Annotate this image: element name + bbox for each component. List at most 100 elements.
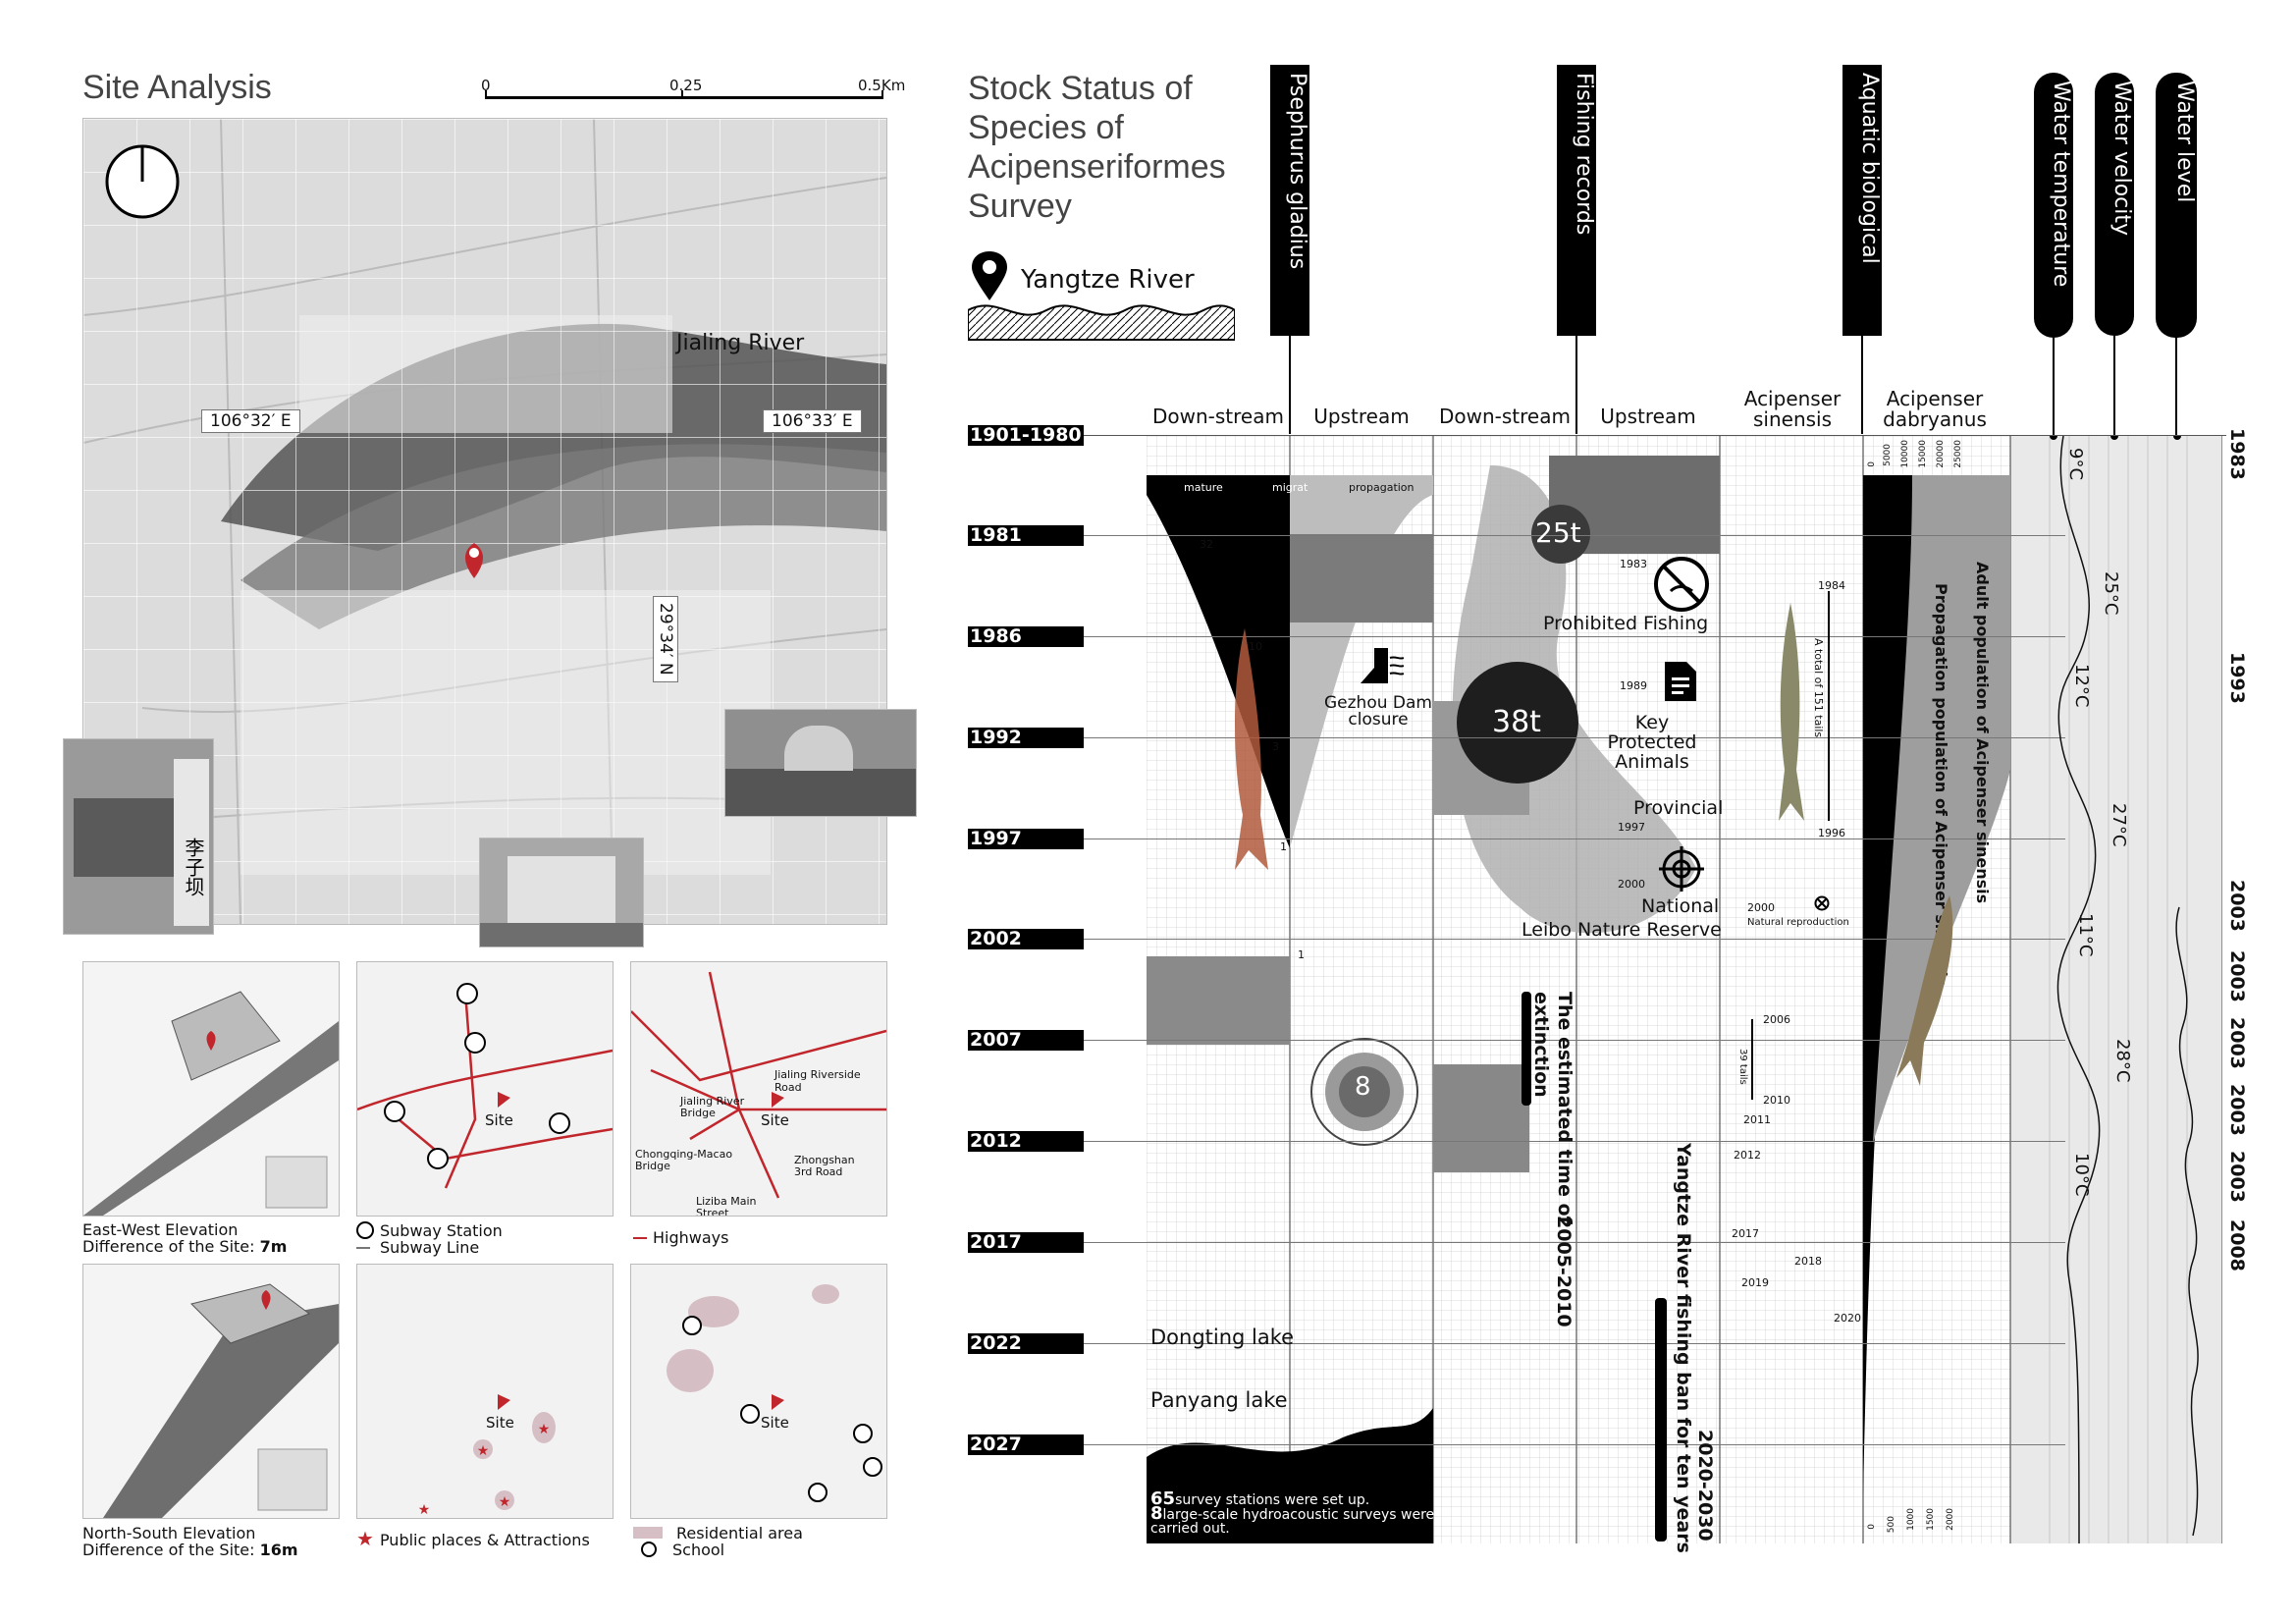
panel-highways: Jialing Riverside Road Jialing River Bri… [630,961,887,1217]
temp-25: 25°C [2101,571,2121,616]
scale-label-05: 0.5Km [858,77,906,94]
col-sinensis: Acipenser sinensis [1743,387,1842,431]
panel-residential: Site [630,1264,887,1519]
tonnage-25t: 25t [1535,516,1581,549]
coord-n: 29°34′ N [653,596,678,682]
target-icon [1659,846,1704,892]
year-1992: 1992 [968,728,1084,748]
tab-psephurus: Psephurus gladius [1270,65,1309,336]
photo-sign: 李子坝 [182,838,205,896]
event-1997: 1997 [1618,821,1645,834]
col-upstream-2: Upstream [1600,405,1696,428]
col-downstream-1: Down-stream [1152,405,1284,428]
svg-text:★: ★ [418,1502,431,1518]
sin-2012: 2012 [1734,1149,1761,1162]
sin-2006: 2006 [1763,1013,1790,1026]
temp-11: 11°C [2075,913,2096,957]
sin-2000: 2000 [1747,901,1775,914]
residential-legend: Residential area School [633,1525,803,1558]
sin-2010: 2010 [1763,1094,1790,1107]
count-1: 1 [1280,840,1287,853]
residential-site-label: Site [761,1414,789,1432]
count-3: 3 [1272,740,1279,753]
road-chongqing: Chongqing-Macao Bridge [635,1148,733,1172]
year-1981: 1981 [968,525,1084,546]
lake-panyang: Panyang lake [1150,1388,1288,1412]
water-level-years: 1983 1993 2003 2003 2003 2003 2003 2008 [2226,428,2248,1271]
coord-w: 106°32′ E [201,409,300,433]
public-site-label: Site [486,1414,514,1432]
year-2007: 2007 [968,1030,1084,1051]
year-1997: 1997 [968,829,1084,849]
road-zhongshan: Zhongshan 3rd Road [794,1154,855,1178]
sin-2019: 2019 [1741,1276,1769,1289]
public-legend: ★Public places & Attractions [356,1527,590,1550]
ns-caption: North-South Elevation Difference of the … [82,1524,298,1559]
legend-migrat: migrat [1272,481,1308,494]
event-provincial: Provincial [1633,797,1724,819]
event-1989: 1989 [1620,679,1647,692]
water-profiles: 9°C 25°C 12°C 27°C 11°C 28°C 10°C [2010,436,2222,1543]
natural-repro-icon [1814,895,1830,911]
tab-water-level: Water level [2156,73,2197,338]
sin-2018: 2018 [1794,1255,1822,1268]
event-2000: 2000 [1618,878,1645,891]
river-label: Jialing River [676,331,805,355]
no-fishing-icon [1653,556,1710,613]
legend-propagation: propagation [1349,481,1415,494]
document-icon [1663,660,1698,703]
sin-2011: 2011 [1743,1113,1771,1126]
svg-text:★: ★ [477,1443,490,1459]
tab-fishing: Fishing records [1557,65,1596,336]
location-label: Yangtze River [1021,265,1195,295]
event-1983: 1983 [1620,558,1647,570]
highway-site-label: Site [761,1111,789,1129]
svg-text:★: ★ [499,1494,511,1510]
photo-hall-right [724,709,917,817]
stock-grid [1147,436,2222,1543]
dab-axis-top: 0 5000 10000 15000 20000 25000 [1867,440,1963,468]
photo-monorail: 李子坝 [63,738,214,935]
event-ban-years: 2020-2030 [1694,1430,1716,1542]
tonnage-38t: 38t [1492,705,1541,739]
road-riverside: Jialing Riverside Road [774,1068,861,1094]
event-extinction: The estimated time of extinction [1530,992,1575,1224]
subway-legend: Subway Station Subway Line [356,1221,503,1256]
temp-27: 27°C [2109,803,2129,847]
panel-ns-elevation [82,1264,340,1519]
road-liziba: Liziba Main Street [696,1195,757,1217]
year-2022: 2022 [968,1333,1084,1354]
stations-note: 65survey stations were set up. 8large-sc… [1150,1488,1435,1537]
site-map: Jialing River 106°32′ E 106°33′ E 29°34′… [82,118,887,925]
sin-total: A total of 151 tails [1812,638,1825,738]
stock-title: Stock Status of Species of Acipenserifor… [968,70,1226,225]
scale-bar: 0 0.25 0.5Km [481,77,905,106]
dabryanus-fish-icon [1895,895,1963,1088]
river-wave-icon [967,300,1236,342]
scale-label-025: 0.25 [669,77,703,94]
temp-9: 9°C [2065,448,2086,481]
scale-label-0: 0 [481,77,491,94]
lake-dongting: Dongting lake [1150,1325,1295,1349]
sin-1984: 1984 [1818,579,1845,592]
subway-site-label: Site [485,1111,513,1129]
col-dabryanus: Acipenser dabryanus [1883,387,1987,431]
event-key-protected: Key Protected Animals [1607,712,1697,773]
event-leibo: Leibo Nature Reserve [1522,919,1722,941]
year-2012: 2012 [968,1131,1084,1152]
year-1901: 1901-1980 [968,425,1084,446]
photo-hall-bottom [479,838,644,947]
sin-39tails: 39 tails [1737,1049,1748,1085]
tab-aquatic: Aquatic biological [1842,65,1882,336]
count-32: 32 [1200,538,1213,551]
tonnage-8: 8 [1355,1072,1371,1102]
col-downstream-2: Down-stream [1439,405,1571,428]
dab-axis-bottom: 0 500 1000 1500 2000 [1867,1508,1955,1534]
year-2027: 2027 [968,1434,1084,1455]
temp-12: 12°C [2071,664,2092,708]
panel-subway: Site [356,961,614,1217]
temp-28: 28°C [2112,1039,2133,1083]
count-10: 10 [1249,640,1262,653]
dab-propagation: Propagation population of Acipenser sine… [1932,583,1950,987]
temp-10: 10°C [2071,1153,2092,1197]
